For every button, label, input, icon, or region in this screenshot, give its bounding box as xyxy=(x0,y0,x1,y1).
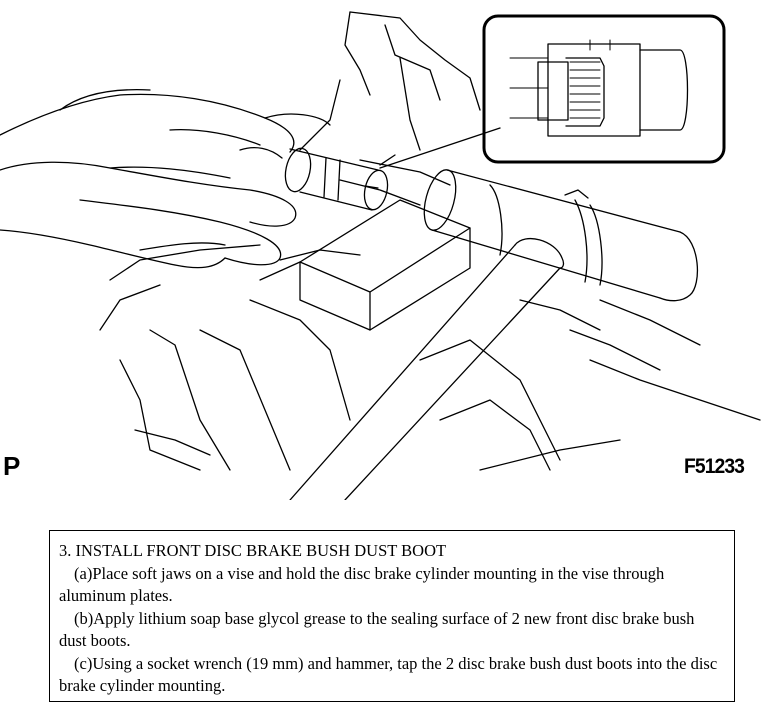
socket-wrench-drawing xyxy=(284,147,396,211)
section-label: P xyxy=(3,451,21,481)
instruction-heading: 3. INSTALL FRONT DISC BRAKE BUSH DUST BO… xyxy=(59,541,447,560)
instruction-step-b: (b)Apply lithium soap base glycol grease… xyxy=(59,608,695,651)
leader-line xyxy=(379,127,501,169)
brake-boot-illustration xyxy=(0,11,761,500)
hammer-head-drawing xyxy=(423,169,699,302)
hammer-handle-drawing xyxy=(289,237,565,500)
figure-number: F51233 xyxy=(684,455,745,478)
instruction-step-c: (c)Using a socket wrench (19 mm) and ham… xyxy=(59,653,718,696)
instruction-box: 3. INSTALL FRONT DISC BRAKE BUSH DUST BO… xyxy=(49,530,735,702)
aluminum-plate-drawing xyxy=(259,159,471,331)
hand-drawing xyxy=(0,89,331,269)
instruction-step-a: (a)Place soft jaws on a vise and hold th… xyxy=(59,563,665,606)
inset-detail-drawing xyxy=(482,14,726,164)
vise-body-drawing xyxy=(99,11,761,471)
